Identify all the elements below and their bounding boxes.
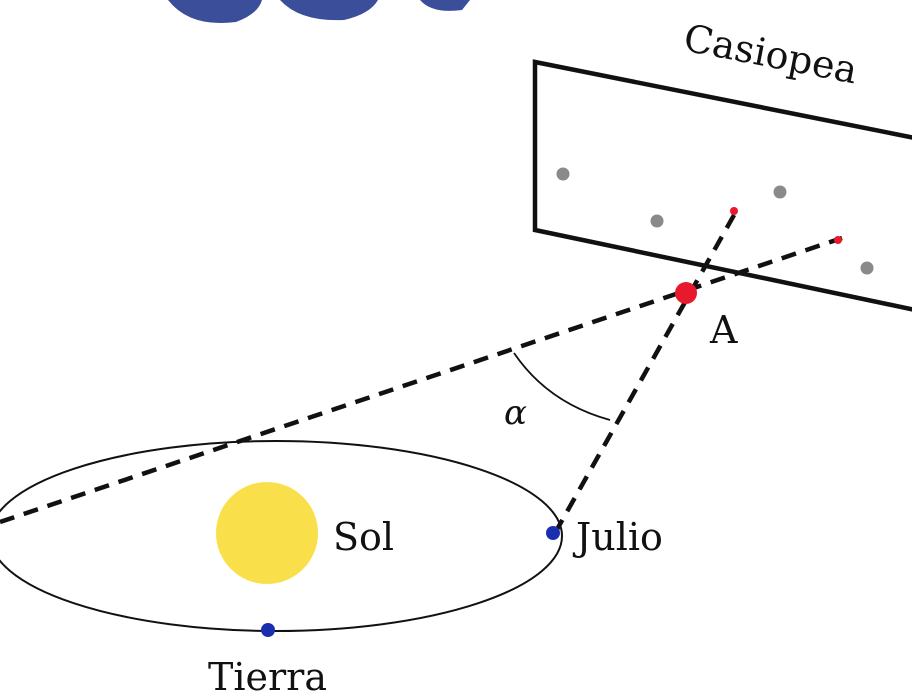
gray-star bbox=[650, 214, 664, 228]
sun-disc bbox=[216, 482, 318, 584]
top-cropped-shapes bbox=[168, 0, 470, 24]
angle-alpha-label: α bbox=[504, 393, 527, 433]
earth-label: Tierra bbox=[208, 655, 327, 697]
cropped-shape-3 bbox=[420, 0, 470, 11]
sun-label: Sol bbox=[333, 515, 394, 559]
earth-dot-july bbox=[546, 526, 560, 540]
parallax-angle-arc bbox=[513, 352, 611, 421]
sight-line-july bbox=[553, 206, 740, 535]
sight-lines bbox=[0, 206, 843, 535]
sky-plane-panel bbox=[532, 59, 912, 312]
apparent-positions bbox=[730, 207, 842, 244]
earth-dot-tierra bbox=[261, 623, 275, 637]
casiopea-label: Casiopea bbox=[680, 16, 861, 93]
point-a-label: A bbox=[709, 308, 738, 352]
apparent-position-july bbox=[730, 207, 738, 215]
gray-star bbox=[860, 261, 874, 275]
gray-star bbox=[773, 185, 787, 199]
star-a-dot bbox=[675, 282, 697, 304]
cropped-shape-1 bbox=[168, 0, 262, 24]
cropped-shape-2 bbox=[280, 0, 378, 21]
sight-line-january bbox=[0, 235, 843, 525]
earth-orbit bbox=[0, 440, 563, 632]
background-stars bbox=[556, 167, 874, 275]
gray-star bbox=[556, 167, 570, 181]
apparent-position-january bbox=[834, 236, 842, 244]
july-label: Julio bbox=[572, 515, 663, 559]
